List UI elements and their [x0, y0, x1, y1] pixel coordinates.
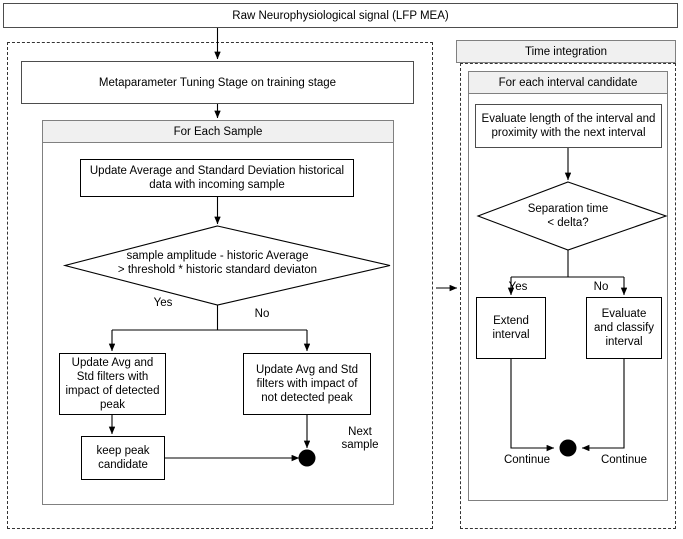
evaluate-classify-interval-box: Evaluate and classify interval	[586, 297, 662, 359]
continue-right-label: Continue	[600, 454, 648, 466]
title-bar: Raw Neurophysiological signal (LFP MEA)	[3, 3, 678, 28]
peak-detection-panel	[7, 42, 433, 529]
update-filters-not-detected-peak-box: Update Avg and Std filters with impact o…	[243, 353, 371, 415]
extend-interval-box: Extend interval	[476, 297, 546, 359]
keep-peak-candidate-box: keep peak candidate	[81, 436, 165, 480]
update-historical-stats-box: Update Average and Standard Deviation hi…	[80, 159, 354, 197]
update-filters-detected-peak-box: Update Avg and Std filters with impact o…	[59, 353, 166, 415]
for-each-interval-header: For each interval candidate	[468, 71, 668, 94]
continue-left-label: Continue	[503, 454, 551, 466]
for-each-sample-header: For Each Sample	[42, 120, 394, 143]
metaparameter-tuning-box: Metaparameter Tuning Stage on training s…	[21, 61, 414, 104]
time-integration-panel	[460, 63, 676, 529]
evaluate-interval-length-box: Evaluate length of the interval and prox…	[475, 104, 662, 148]
time-integration-header: Time integration	[456, 40, 676, 63]
next-sample-label: Next sample	[341, 426, 379, 451]
